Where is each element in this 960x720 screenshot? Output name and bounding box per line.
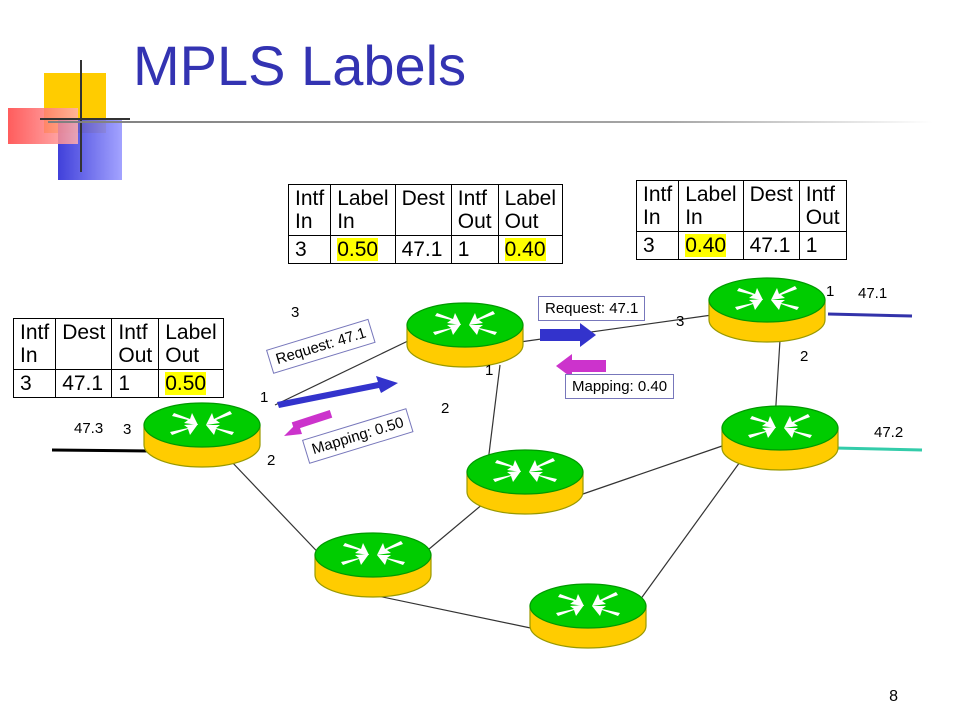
- port-label-left-3: 3: [123, 421, 132, 438]
- cell-label-out: 0.50: [158, 369, 224, 398]
- page-number: 8: [889, 688, 898, 705]
- mapping-arrow-right: [556, 354, 606, 378]
- router-middle-icon: [406, 302, 524, 368]
- port-label-right-2: 2: [800, 348, 809, 365]
- title-rule: [48, 121, 933, 123]
- router-center-icon: [466, 449, 584, 515]
- header-dest: Dest: [55, 318, 113, 370]
- cell-intf-out: 1: [111, 369, 160, 398]
- cell-dest: 47.1: [742, 231, 800, 260]
- link-left-bottomleft: [229, 459, 331, 566]
- header-dest: Dest: [394, 184, 452, 236]
- cell-label-in: 0.40: [678, 231, 744, 260]
- link-bottom-lowerright: [639, 454, 746, 601]
- router-lowerright-icon: [721, 405, 839, 471]
- link-bottomleft-bottom: [372, 594, 541, 631]
- mapping-arrow-left: [284, 410, 333, 436]
- port-label-left-1: 1: [260, 389, 269, 406]
- network-label-47-1: 47.1: [858, 285, 888, 302]
- link-left-mid: [274, 339, 411, 406]
- links: [229, 314, 781, 631]
- header-dest: Dest: [742, 180, 800, 232]
- router-bottomleft-icon: [314, 532, 432, 598]
- cell-dest: 47.1: [55, 369, 113, 398]
- port-label-mid-1: 1: [485, 362, 494, 379]
- request-message-right: Request: 47.1: [538, 296, 646, 321]
- slide-title: MPLS Labels: [133, 34, 467, 97]
- network-47-2-link: [834, 446, 923, 452]
- mapping-message-right: Mapping: 0.40: [565, 374, 675, 399]
- cell-label-out: 0.40: [497, 235, 564, 264]
- corner-decoration: [0, 60, 140, 180]
- network-label-47-3: 47.3: [74, 420, 104, 437]
- port-label-mid-2: 2: [441, 400, 450, 417]
- router-left-icon: [143, 402, 261, 468]
- network-47-3-link: [51, 448, 151, 453]
- port-label-right-1: 1: [826, 283, 835, 300]
- network-label-47-2: 47.2: [874, 424, 904, 441]
- cell-intf-out: 1: [450, 235, 499, 264]
- cell-intf-in: 3: [12, 369, 57, 398]
- link-mid-center: [486, 364, 501, 471]
- link-center-lowerright: [579, 444, 726, 496]
- cell-dest: 47.1: [394, 235, 452, 264]
- cell-intf-in: 3: [635, 231, 680, 260]
- cell-label-in: 0.50: [330, 235, 396, 264]
- request-arrow-right: [540, 323, 596, 347]
- cell-intf-in: 3: [287, 235, 332, 264]
- port-label-left-2: 2: [267, 452, 276, 469]
- port-label-mid-3: 3: [291, 304, 300, 321]
- network-47-1-link: [827, 312, 913, 318]
- request-arrow-left: [277, 376, 398, 408]
- router-bottom-icon: [529, 583, 647, 649]
- port-label-right-3: 3: [676, 313, 685, 330]
- cell-intf-out: 1: [798, 231, 847, 260]
- router-right-icon: [708, 277, 826, 343]
